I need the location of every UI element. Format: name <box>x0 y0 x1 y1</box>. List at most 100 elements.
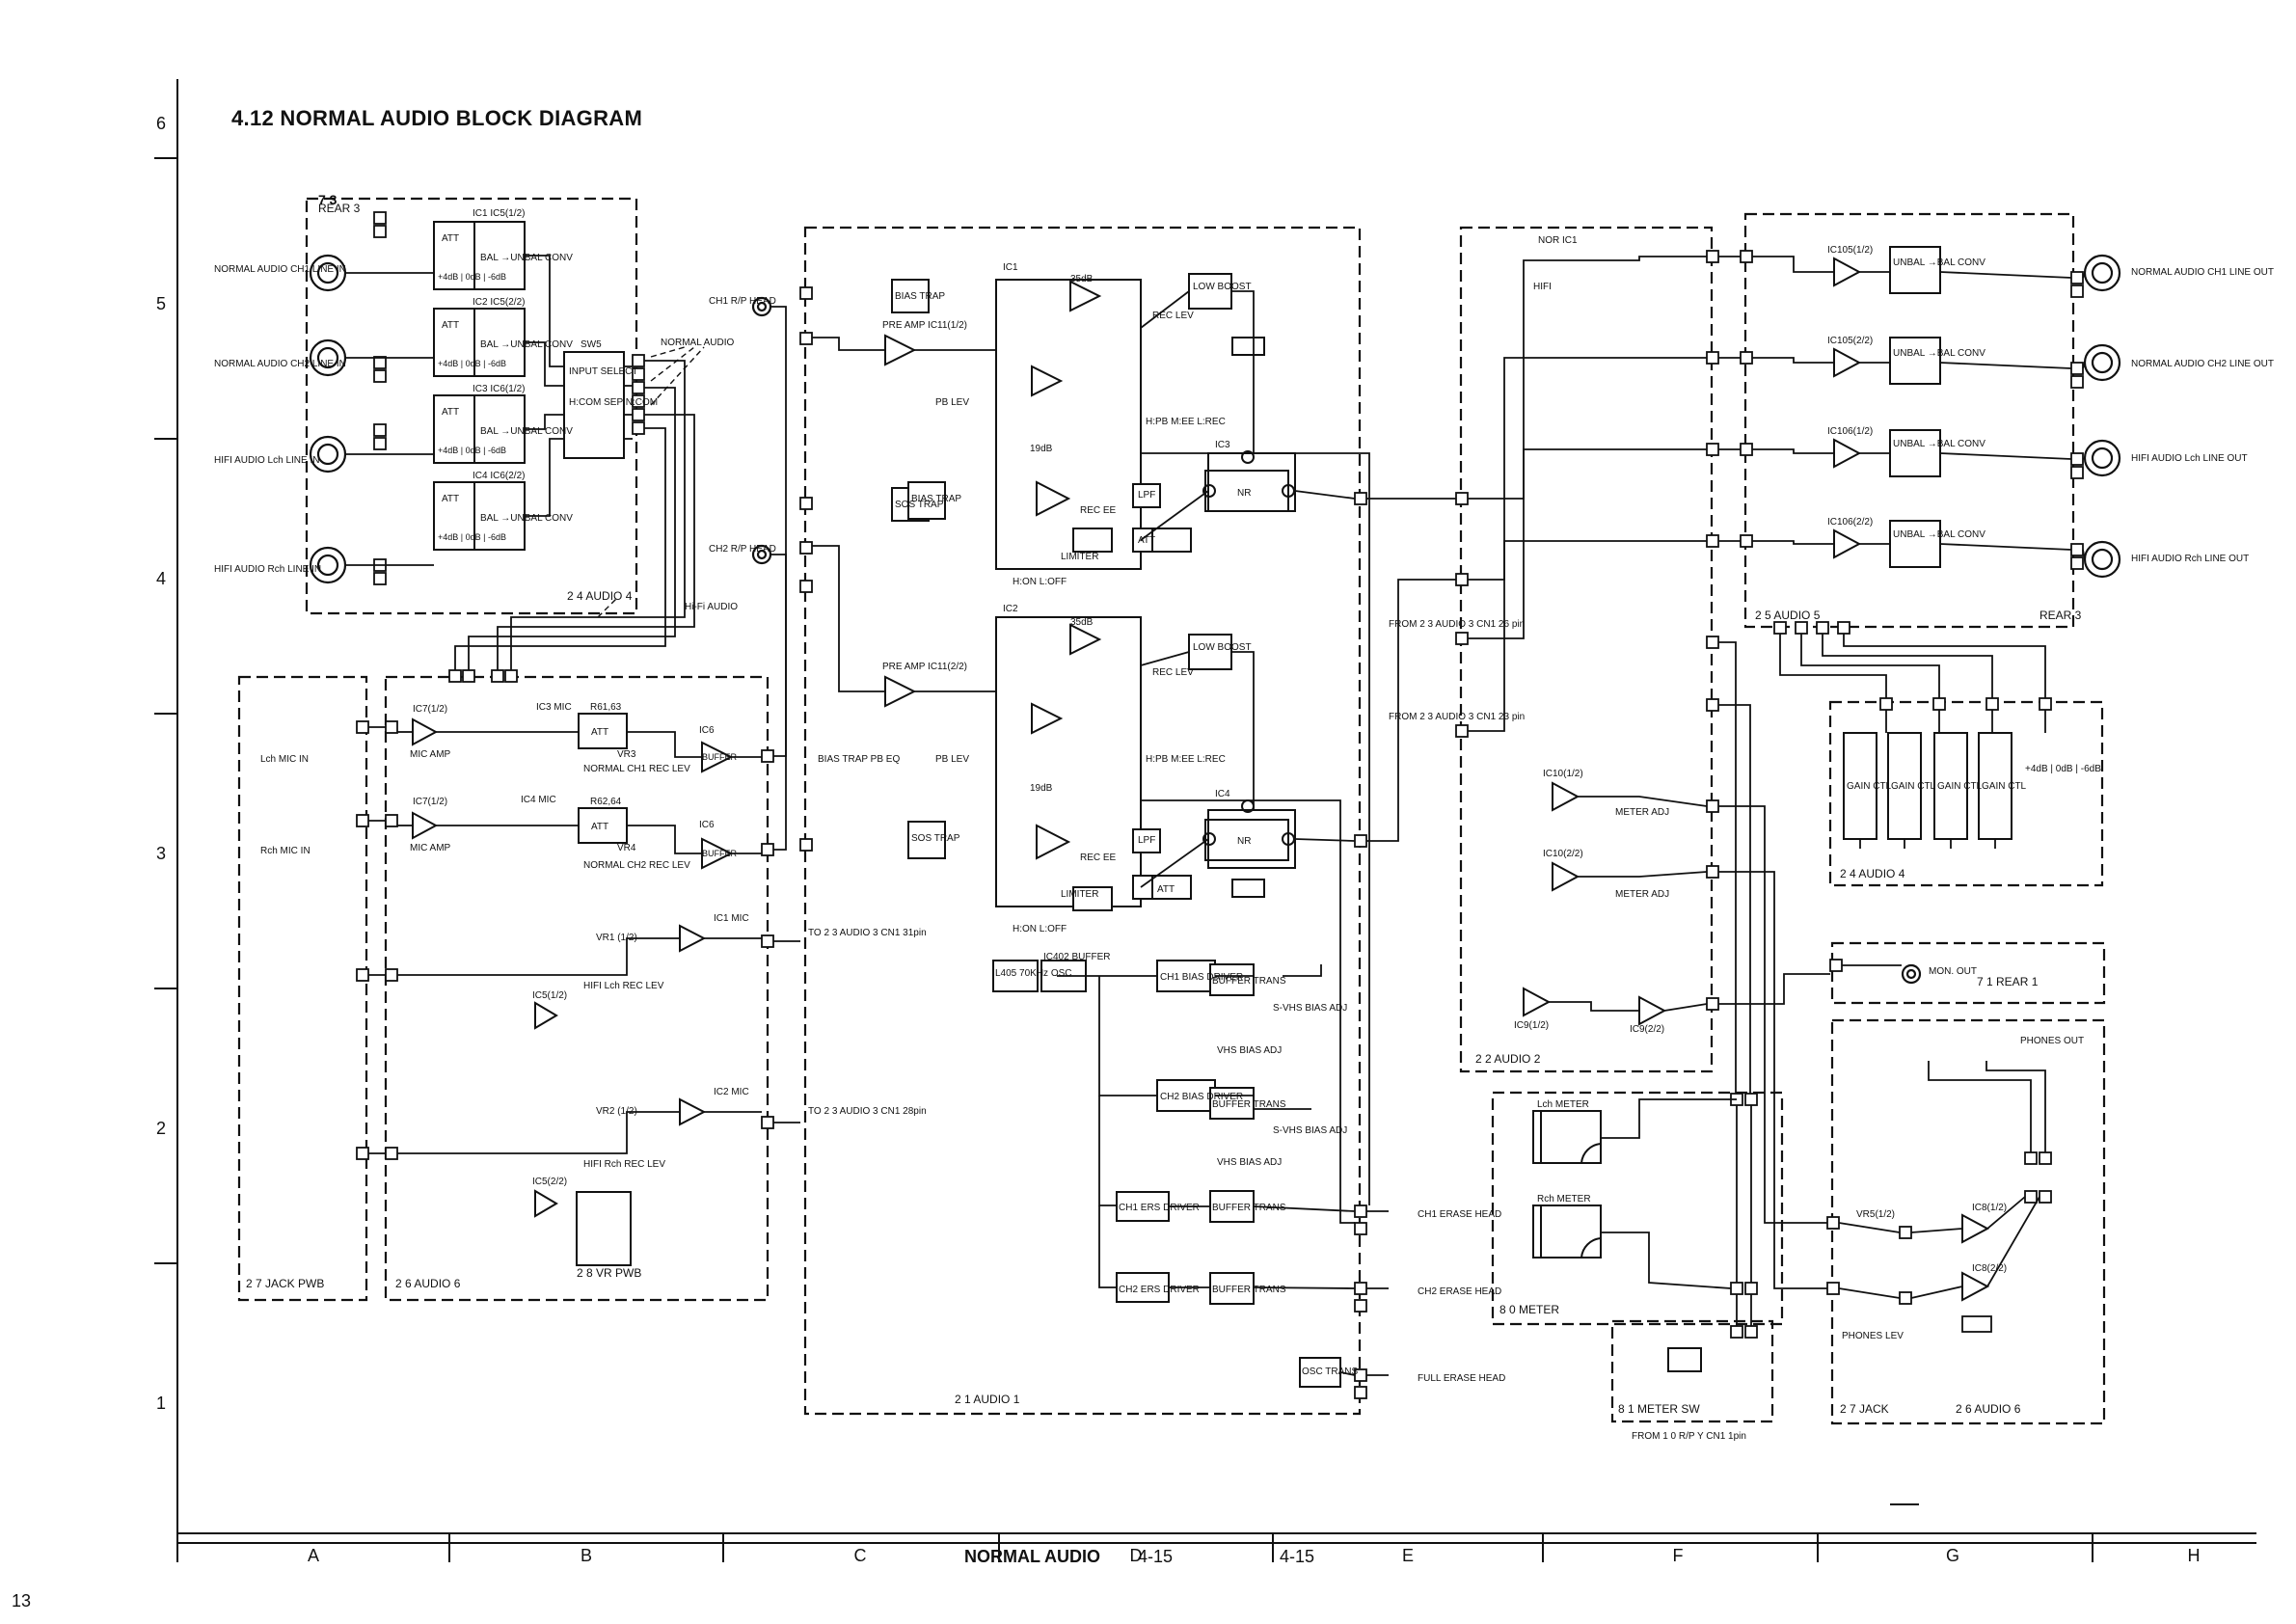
audio2-label: 2 2 AUDIO 2 <box>1475 1052 1541 1066</box>
footer-page-left: 4-15 <box>1138 1547 1174 1566</box>
label-ch2-ers-driver: CH2 ERS DRIVER <box>1119 1285 1200 1295</box>
label-att-pb-1: ATT <box>1138 535 1155 546</box>
label-ch2-bias-driver: CH2 BIAS DRIVER <box>1160 1092 1243 1102</box>
label-rec-lev-2: REC LEV <box>1152 667 1194 678</box>
label-19db-1: 19dB <box>1030 444 1053 454</box>
label-ic105-2: IC105(2/2) <box>1827 336 1873 346</box>
label-r61: R61,63 <box>590 702 622 713</box>
label-hon-2: H:ON L:OFF <box>1013 924 1067 934</box>
label-phones-lev: PHONES LEV <box>1842 1331 1904 1341</box>
label-ic106-2: IC106(2/2) <box>1827 517 1873 528</box>
label-att-rec-1: ATT <box>591 727 608 738</box>
label-gain-ctl-4: GAIN CTL <box>1982 781 2027 792</box>
label-rec-lev-1: REC LEV <box>1152 311 1194 321</box>
label-ic2-ic5: IC2 IC5(2/2) <box>473 297 525 308</box>
label-buffer-trans-3: BUFFER TRANS <box>1212 1203 1286 1213</box>
label-hpb-2: H:PB M:EE L:REC <box>1146 754 1226 765</box>
label-ic4-nr: IC4 <box>1215 789 1230 799</box>
audio1-label: 2 1 AUDIO 1 <box>955 1393 1020 1406</box>
label-mon-out: MON. OUT <box>1929 966 1977 977</box>
column-label-d: D <box>1129 1546 1143 1565</box>
label-ic8-1: IC8(1/2) <box>1972 1203 2007 1213</box>
label-nor-ic1: NOR IC1 <box>1538 235 1578 246</box>
label-hifi-rch-rec: HIFI Rch REC LEV <box>583 1159 665 1170</box>
footer-page-right: 4-15 <box>1280 1547 1315 1566</box>
row-label-5: 5 <box>156 294 167 313</box>
label-hcom-sep: H:COM SEP N:COM <box>569 397 658 408</box>
signal-wiring <box>345 255 2086 1376</box>
label-to-audio3-28: TO 2 3 AUDIO 3 CN1 28pin <box>808 1106 927 1117</box>
label-from-10: FROM 1 0 R/P Y CN1 1pin <box>1632 1431 1746 1442</box>
label-db-1: +4dB | 0dB | -6dB <box>438 272 506 282</box>
label-lpf-1: LPF <box>1138 490 1155 501</box>
label-ic1: IC1 <box>1003 262 1018 273</box>
label-db-2: +4dB | 0dB | -6dB <box>438 359 506 368</box>
label-ic3-ic6: IC3 IC6(1/2) <box>473 384 525 394</box>
component-boxes <box>433 221 2012 1388</box>
row-label-4: 4 <box>156 569 167 588</box>
label-ic2-mic: IC2 MIC <box>714 1087 749 1097</box>
label-unbal-4: UNBAL →BAL CONV <box>1893 529 1985 540</box>
label-limiter-1: LIMITER <box>1061 552 1098 562</box>
label-sos-trap-2: SOS TRAP <box>911 833 960 844</box>
label-svhs-bias-2: S-VHS BIAS ADJ <box>1273 1125 1347 1136</box>
label-ic3-mic: IC3 MIC <box>536 702 572 713</box>
label-bias-trap-2: BIAS TRAP <box>911 494 961 504</box>
label-hifi-audio: Hi-Fi AUDIO <box>685 602 738 612</box>
label-ic10-1: IC10(1/2) <box>1543 769 1583 779</box>
label-buffer-trans-4: BUFFER TRANS <box>1212 1285 1286 1295</box>
label-pre-amp-2: PRE AMP IC11(2/2) <box>882 662 967 672</box>
label-gain-ctl-2: GAIN CTL <box>1891 781 1936 792</box>
jack-label: 2 7 JACK <box>1840 1402 1889 1416</box>
label-ic10-2: IC10(2/2) <box>1543 849 1583 859</box>
label-vr2: VR2 (1/2) <box>596 1106 637 1117</box>
label-vr4: VR4 <box>617 843 636 853</box>
label-rch-mic-in: Rch MIC IN <box>260 846 311 856</box>
meter-label: 8 0 METER <box>1499 1303 1559 1316</box>
label-buffer-trans-2: BUFFER TRANS <box>1212 1099 1286 1110</box>
label-input-select: INPUT SELECT <box>569 366 638 377</box>
label-sw5: SW5 <box>581 339 602 350</box>
label-low-boost-1: LOW BOOST <box>1193 282 1252 292</box>
label-normal-ch2-rec: NORMAL CH2 REC LEV <box>583 860 690 871</box>
label-meter-adj-2: METER ADJ <box>1615 889 1669 900</box>
vr-pwb-label: 2 8 VR PWB <box>577 1266 641 1280</box>
label-r62: R62,64 <box>590 797 622 807</box>
column-label-b: B <box>580 1546 592 1565</box>
label-phones-out: PHONES OUT <box>2020 1036 2084 1046</box>
rear3-left-id: 7 3 <box>318 192 338 207</box>
label-hifi-lch-in: HIFI AUDIO Lch LINE IN <box>214 455 319 466</box>
column-label-e: E <box>1401 1546 1414 1565</box>
label-ic6-2: IC6 <box>699 820 715 830</box>
row-label-6: 6 <box>156 114 167 133</box>
label-bias-trap-pb-eq: BIAS TRAP PB EQ <box>818 754 900 765</box>
label-lch-meter: Lch METER <box>1537 1099 1589 1110</box>
label-normal-ch1-in: NORMAL AUDIO CH1 LINE IN <box>214 264 346 275</box>
label-lch-mic-in: Lch MIC IN <box>260 754 309 765</box>
page-number: 13 <box>12 1591 32 1610</box>
audio5-label: 2 5 AUDIO 5 <box>1755 609 1821 622</box>
amplifiers <box>412 257 1990 1302</box>
label-hifi-lch-rec: HIFI Lch REC LEV <box>583 981 664 991</box>
label-unbal-3: UNBAL →BAL CONV <box>1893 439 1985 449</box>
label-ic6-1: IC6 <box>699 725 715 736</box>
label-ch1-rp-head: CH1 R/P HEAD <box>709 296 776 307</box>
audio4-right-label: 2 4 AUDIO 4 <box>1840 867 1905 880</box>
label-l405: L405 70KHz OSC <box>995 968 1072 979</box>
label-ic2: IC2 <box>1003 604 1018 614</box>
footer-section: NORMAL AUDIO <box>964 1547 1100 1566</box>
interconnect <box>597 346 705 618</box>
label-ic1-mic: IC1 MIC <box>714 913 749 924</box>
label-meter-adj-1: METER ADJ <box>1615 807 1669 818</box>
label-hifi-1: HIFI <box>1533 282 1552 292</box>
label-to-audio3-31: TO 2 3 AUDIO 3 CN1 31pin <box>808 928 927 938</box>
label-sos-trap-1: SOS TRAP <box>895 500 944 510</box>
label-osc-trans: OSC TRANS <box>1302 1367 1358 1377</box>
page-title: 4.12 NORMAL AUDIO BLOCK DIAGRAM <box>231 106 643 130</box>
label-rch-meter: Rch METER <box>1537 1194 1591 1204</box>
label-pb-lev-2: PB LEV <box>935 754 969 765</box>
label-hifi-rch-in: HIFI AUDIO Rch LINE IN <box>214 564 321 575</box>
label-nr-2: NR <box>1237 836 1251 847</box>
label-vr5: VR5(1/2) <box>1856 1209 1895 1220</box>
column-label-a: A <box>307 1546 319 1565</box>
